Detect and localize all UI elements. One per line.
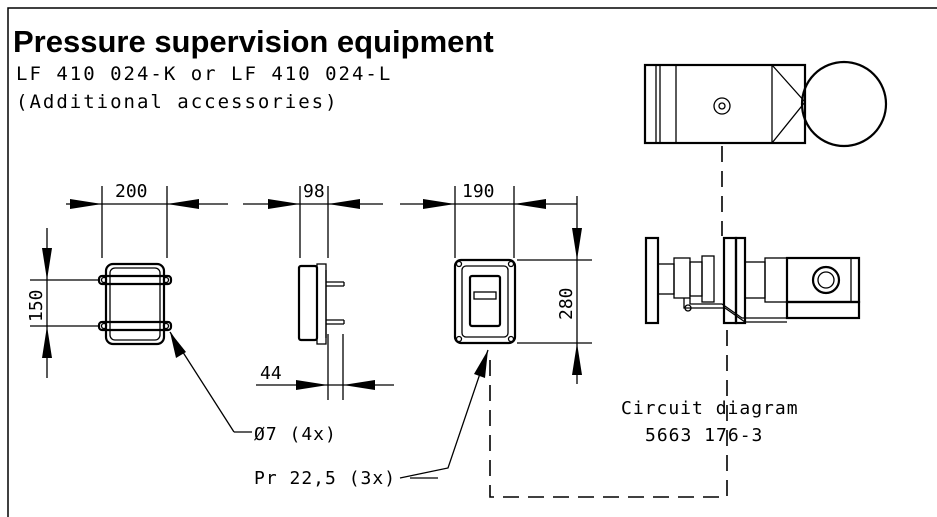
circuit-diagram-label: Circuit diagram (621, 398, 799, 419)
dim-side-depth: 98 (303, 181, 325, 202)
dim-front-height: 150 (26, 289, 47, 322)
dim-box-height: 280 (556, 287, 577, 320)
drawing-frame (7, 7, 937, 517)
circuit-diagram-number: 5663 176-3 (645, 425, 763, 446)
front-view: 200 150 (26, 181, 228, 378)
side-view: 98 44 (243, 181, 394, 400)
drawing-subtitle-line2: (Additional accessories) (16, 91, 339, 113)
callout-gland: Pr 22,5 (3x) (254, 349, 489, 489)
top-view (643, 60, 888, 148)
callout-gland-text: Pr 22,5 (3x) (254, 468, 396, 489)
callout-hole: Ø7 (4x) (169, 331, 337, 445)
enclosure-view: 190 280 (400, 181, 592, 384)
valve-side-view (644, 236, 861, 325)
drawing-subtitle-line1: LF 410 024-K or LF 410 024-L (16, 63, 392, 85)
dim-side-bottom: 44 (260, 363, 282, 384)
dim-box-width: 190 (462, 181, 495, 202)
callout-hole-text: Ø7 (4x) (254, 424, 337, 445)
drawing-title: Pressure supervision equipment (13, 24, 494, 59)
dim-front-width: 200 (115, 181, 148, 202)
connector-dashed-loop (489, 330, 728, 498)
